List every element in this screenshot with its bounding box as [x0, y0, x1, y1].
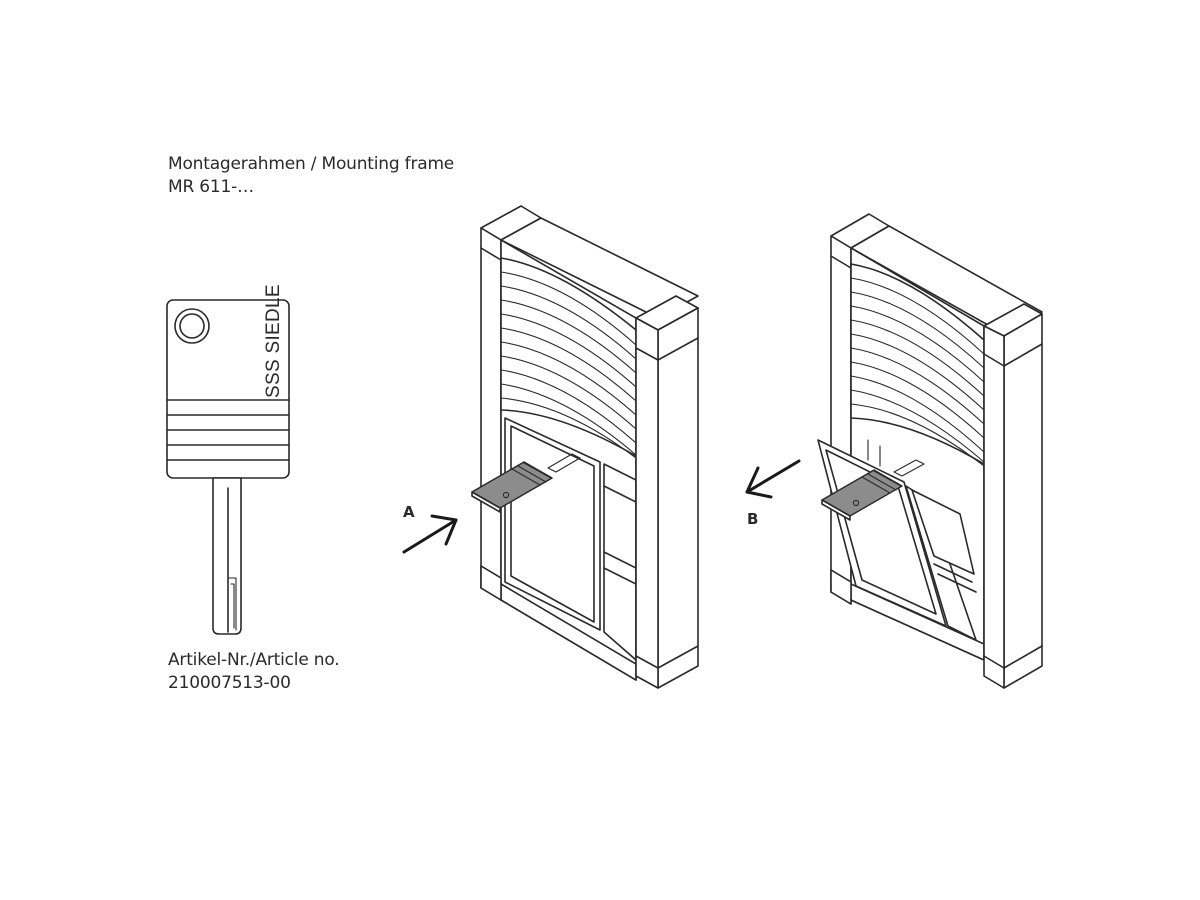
release-key-icon: SSS SIEDLE	[166, 284, 290, 635]
article-number-value: 210007513-00	[168, 673, 291, 693]
key-brand-text: SSS SIEDLE	[263, 284, 284, 398]
mounting-frame-label: Montagerahmen / Mounting frame MR 611-…	[168, 153, 454, 199]
device-key-inserted	[471, 205, 699, 689]
article-number-title: Artikel-Nr./Article no.	[168, 650, 340, 670]
device-panel-released	[817, 213, 1043, 689]
article-number-label: Artikel-Nr./Article no. 210007513-00	[168, 649, 340, 695]
mounting-frame-title: Montagerahmen / Mounting frame	[168, 154, 455, 174]
callout-a: A	[403, 503, 415, 521]
insert-arrow-icon	[402, 514, 458, 554]
key-shaft	[212, 477, 242, 635]
callout-b: B	[747, 510, 759, 528]
key-hole-inner	[179, 313, 205, 339]
key-grip-lines	[166, 399, 290, 461]
release-arrow-icon	[745, 459, 801, 499]
mounting-frame-model: MR 611-…	[168, 177, 254, 197]
key-hole-outer	[174, 308, 210, 344]
